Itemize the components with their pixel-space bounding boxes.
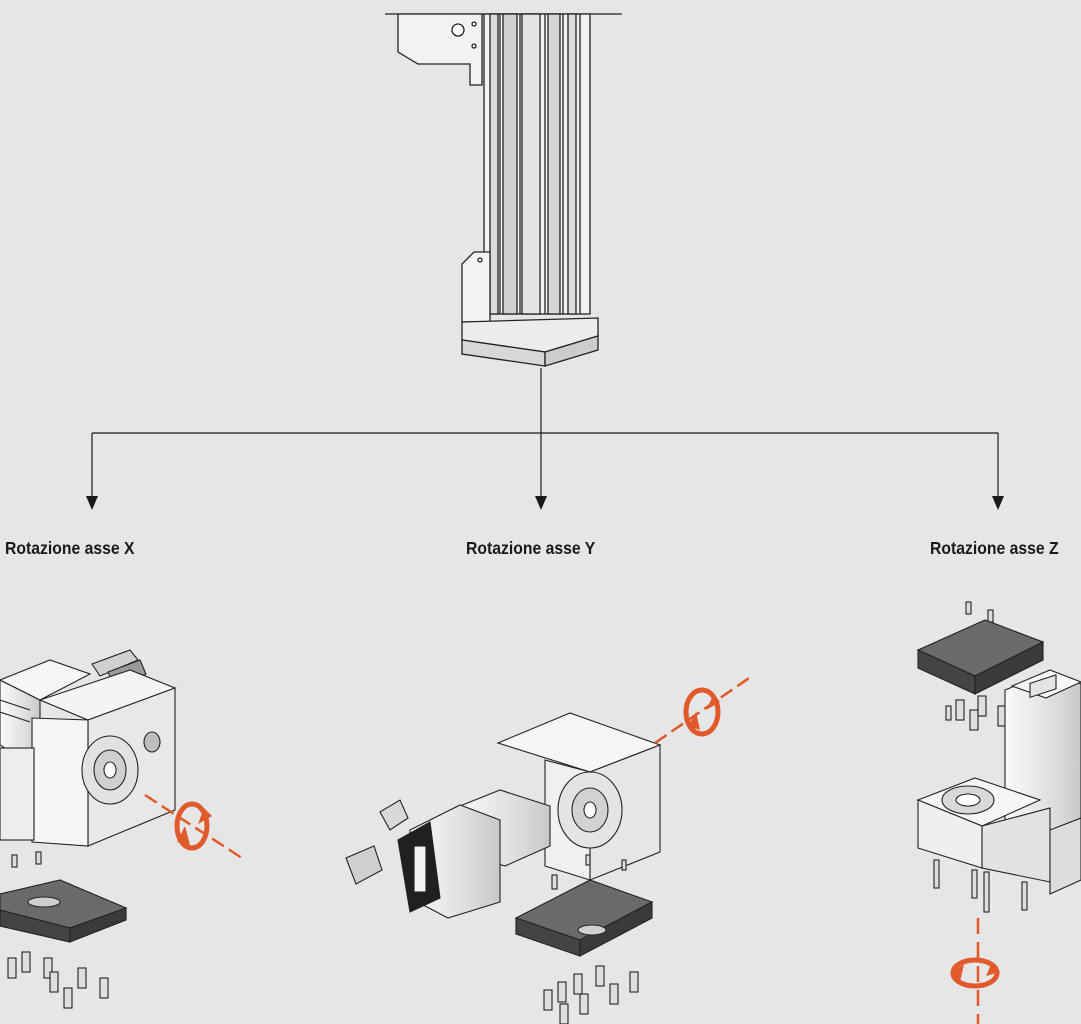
label-rotation-x: Rotazione asse X	[5, 538, 135, 559]
x-rotation-assembly	[0, 650, 175, 1008]
label-rotation-y: Rotazione asse Y	[466, 538, 595, 559]
branch-connectors	[92, 368, 998, 497]
y-rotation-assembly	[346, 713, 660, 1024]
z-rotation-assembly	[918, 602, 1081, 912]
down-arrow-icon	[992, 496, 1004, 510]
down-arrow-icon	[86, 496, 98, 510]
vertical-linear-axis	[385, 14, 622, 366]
z-rotation-arrow-icon	[952, 918, 1000, 1024]
down-arrow-icon	[535, 496, 547, 510]
label-rotation-z: Rotazione asse Z	[930, 538, 1059, 559]
y-rotation-arrow-icon	[655, 676, 752, 743]
